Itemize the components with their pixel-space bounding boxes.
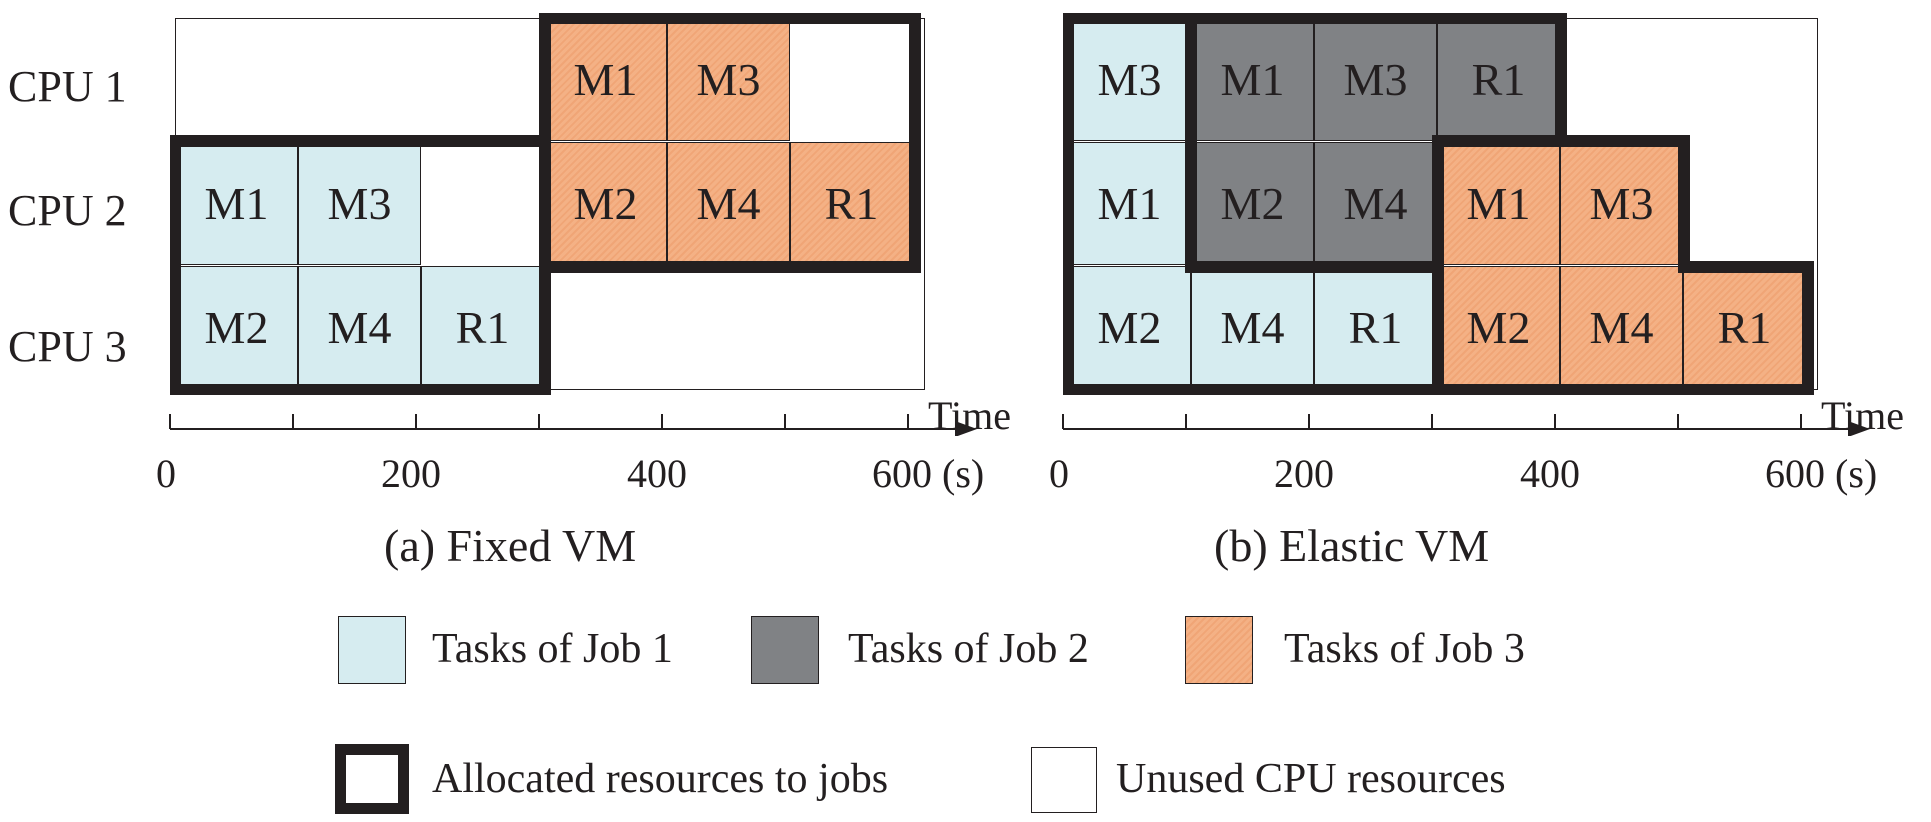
elastic-vm-tick-0: 0 <box>1049 451 1069 496</box>
task-cell-job3-m2: M2 <box>544 142 667 265</box>
unused-legend-swatch <box>1031 747 1097 813</box>
fixed-vm-tick-200: 200 <box>381 451 441 496</box>
job3-legend-label: Tasks of Job 3 <box>1284 626 1525 672</box>
task-cell-job1-m4: M4 <box>298 266 421 389</box>
cpu-1-label: CPU 1 <box>8 62 127 111</box>
elastic-vm-tick-200: 200 <box>1274 451 1334 496</box>
elastic-vm-allocations <box>1063 13 1814 395</box>
axis-line <box>169 414 977 436</box>
task-cell-job1-m2: M2 <box>175 266 298 389</box>
task-cell-job3-m2: M2 <box>1437 266 1560 389</box>
job1-allocation-outline <box>1063 13 1444 395</box>
task-cell-job1-r1: R1 <box>421 266 544 389</box>
fixed-vm-time-label: Time <box>928 393 1012 438</box>
fixed-vm-time-axis <box>165 396 995 436</box>
task-cell-job1-m2: M2 <box>1068 266 1191 389</box>
job1-legend-swatch <box>338 616 406 684</box>
unused-legend-label: Unused CPU resources <box>1116 756 1506 802</box>
task-cell-job1-m1: M1 <box>1068 142 1191 265</box>
task-cell-job3-m4: M4 <box>1560 266 1683 389</box>
task-cell-job2-m2: M2 <box>1191 142 1314 265</box>
job1-allocation-outline <box>170 135 551 395</box>
job3-legend-swatch <box>1185 616 1253 684</box>
cpu-2-label: CPU 2 <box>8 186 127 235</box>
elastic-vm-time-axis <box>1058 396 1888 436</box>
elastic-vm-time-label: Time <box>1821 393 1905 438</box>
job3-allocation-outline <box>1432 135 1814 395</box>
task-cell-job3-m1: M1 <box>544 18 667 141</box>
fixed-vm-tick-600: 600 (s) <box>872 451 985 496</box>
job1-legend-label: Tasks of Job 1 <box>432 626 673 672</box>
task-cell-job1-m3: M3 <box>1068 18 1191 141</box>
elastic-vm-tick-400: 400 <box>1520 451 1580 496</box>
axis-line <box>1062 414 1870 436</box>
job3-allocation-outline <box>539 13 921 273</box>
task-cell-job1-m1: M1 <box>175 142 298 265</box>
task-cell-job2-r1: R1 <box>1437 18 1560 141</box>
task-cell-job3-m3: M3 <box>667 18 790 141</box>
task-cell-job1-m4: M4 <box>1191 266 1314 389</box>
fixed-vm-caption: (a) Fixed VM <box>384 520 637 571</box>
job2-legend-label: Tasks of Job 2 <box>848 626 1089 672</box>
job2-legend-swatch <box>751 616 819 684</box>
fixed-vm-tick-400: 400 <box>627 451 687 496</box>
fixed-vm-allocations <box>170 13 921 395</box>
fixed-vm-tick-0: 0 <box>156 451 176 496</box>
allocated-legend-swatch <box>335 744 409 814</box>
task-cell-job1-m3: M3 <box>298 142 421 265</box>
task-cell-job2-m3: M3 <box>1314 18 1437 141</box>
cpu-3-label: CPU 3 <box>8 322 127 371</box>
allocated-legend-label: Allocated resources to jobs <box>432 756 889 802</box>
task-cell-job3-r1: R1 <box>790 142 913 265</box>
task-cell-job3-m4: M4 <box>667 142 790 265</box>
elastic-vm-tick-600: 600 (s) <box>1765 451 1878 496</box>
elastic-vm-caption: (b) Elastic VM <box>1214 520 1490 571</box>
task-cell-job1-r1: R1 <box>1314 266 1437 389</box>
